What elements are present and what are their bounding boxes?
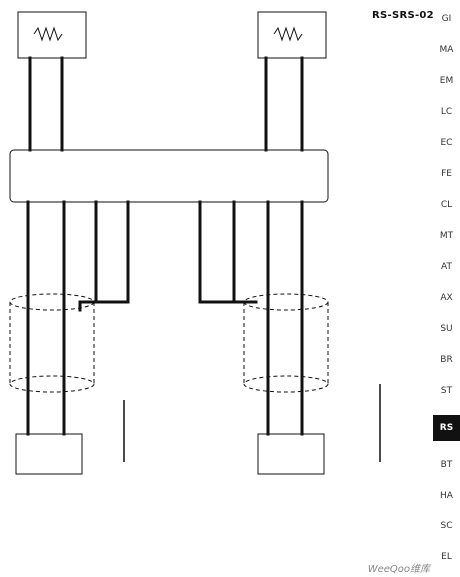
tab-su[interactable]: SU (440, 323, 453, 334)
section-tabs: GI MA EM LC EC FE CL MT AT AX SU BR ST R… (433, 0, 460, 577)
shield-left-bottom (9, 375, 95, 393)
tab-at[interactable]: AT (441, 261, 452, 272)
module-middle (9, 149, 329, 203)
tab-el[interactable]: EL (441, 552, 452, 563)
module-top-right (257, 11, 327, 59)
tab-rs[interactable]: RS (433, 414, 460, 441)
wire-10 (232, 200, 258, 304)
tab-st[interactable]: ST (440, 385, 453, 396)
wire-7 (78, 200, 98, 312)
tab-mt[interactable]: MT (439, 231, 454, 242)
tab-ec[interactable]: EC (440, 138, 453, 149)
watermark: WeeQoo维库 (367, 564, 430, 575)
shield-right-bottom (243, 375, 329, 393)
tab-br[interactable]: BR (440, 354, 453, 365)
tab-cl[interactable]: CL (440, 200, 453, 211)
tab-ax[interactable]: AX (440, 292, 453, 303)
page-title: RS-SRS-02 (372, 10, 434, 21)
tab-ma[interactable]: MA (439, 45, 454, 56)
tab-lc[interactable]: LC (440, 107, 453, 118)
tab-fe[interactable]: FE (441, 169, 452, 180)
tab-ha[interactable]: HA (440, 490, 453, 501)
tab-gi[interactable]: GI (441, 14, 452, 25)
tab-em[interactable]: EM (439, 76, 454, 87)
resistor-left-icon (33, 26, 63, 42)
wire-8 (94, 200, 130, 304)
tab-bt[interactable]: BT (440, 459, 453, 470)
tab-sc[interactable]: SC (440, 521, 453, 532)
module-top-left (17, 11, 87, 59)
module-bottom-left (15, 433, 83, 475)
wiring-diagram (9, 11, 381, 475)
wire-9 (198, 200, 246, 304)
module-bottom-right (257, 433, 325, 475)
resistor-right-icon (273, 26, 303, 42)
